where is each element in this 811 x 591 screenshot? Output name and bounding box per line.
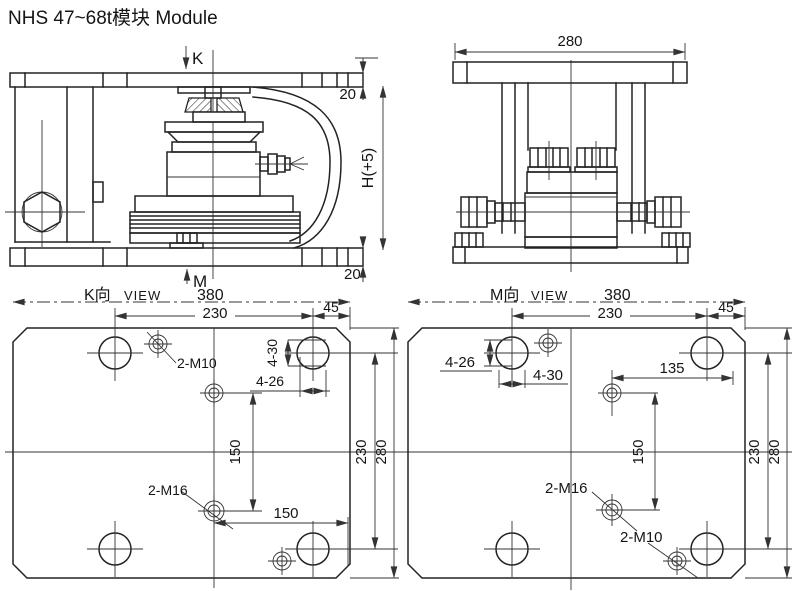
front-top-plate	[452, 61, 688, 84]
k-hole-top-right	[285, 308, 398, 381]
k-view-dimensions: 230 45 4-30 4-26 150 150 230 280	[114, 299, 399, 579]
bottom-plate	[9, 247, 364, 267]
cell-body	[166, 151, 261, 197]
k-thread-m10-top: 2-M10	[144, 330, 217, 371]
cell-base-flange	[134, 195, 294, 213]
m-thread-m10-top	[534, 329, 562, 357]
m-view-title: M向 VIEW 380	[490, 286, 631, 304]
cable-gland	[255, 153, 308, 175]
m-view-title-en: VIEW	[531, 288, 568, 303]
laminated-isolator	[129, 211, 301, 234]
rocker-ring	[192, 111, 246, 123]
m-dim-230v: 230	[746, 439, 763, 464]
anchor-bolt-right	[661, 232, 691, 248]
dim-bottom-thickness: 20	[344, 266, 361, 283]
base-bolt	[169, 232, 204, 249]
k-plate-outline	[12, 327, 351, 579]
k-view: K向 VIEW 380 2-M10	[12, 286, 399, 588]
k-dim-150v: 150	[227, 439, 244, 464]
m-label-m16: 2-M16	[545, 480, 588, 497]
k-thread-m10-bottom	[268, 547, 296, 575]
k-label-m10: 2-M10	[177, 355, 217, 371]
rocker-bearing-right	[216, 97, 244, 113]
k-view-title: K向 VIEW 380	[84, 286, 224, 304]
front-load-cell-block	[524, 141, 618, 249]
k-dim-4-26: 4-26	[256, 373, 284, 389]
k-dim-150h: 150	[273, 505, 298, 522]
k-dim-45: 45	[323, 299, 339, 315]
m-hole-center-top	[598, 370, 658, 416]
section-arrow-k: K	[182, 46, 204, 70]
k-view-total-width: 380	[197, 287, 224, 304]
page-title: NHS 47~68t模块 Module	[8, 7, 218, 29]
m-hole-top-right	[679, 308, 792, 381]
section-label-m: M	[193, 272, 207, 291]
side-view-dimensions: 20 20 H(+5)	[339, 57, 387, 283]
k-view-title-en: VIEW	[124, 288, 161, 303]
m-hole-bottom-left	[484, 521, 540, 577]
bracket-tab	[92, 181, 104, 203]
left-bracket	[5, 86, 111, 247]
front-view: 280	[452, 33, 691, 272]
k-hole-bottom-right	[285, 521, 398, 577]
m-view-dimensions: 230 45 4-26 4-30 135 150 230 280	[440, 299, 792, 579]
front-width-dimension: 280	[454, 33, 686, 60]
top-plate	[9, 72, 364, 88]
hex-bolt-head	[21, 191, 63, 233]
m-hole-bottom-right	[679, 521, 792, 577]
cable-strand	[289, 163, 305, 171]
section-arrow-m: M	[183, 268, 207, 291]
k-view-title-cn: K向	[84, 286, 111, 304]
dim-height: H(+5)	[360, 148, 377, 188]
load-cell-assembly	[129, 86, 308, 249]
k-hole-top-left	[87, 308, 143, 381]
k-dim-230v: 230	[353, 439, 370, 464]
dim-top-thickness: 20	[339, 86, 356, 103]
m-dim-230h: 230	[597, 305, 622, 322]
k-hole-bottom-left	[87, 521, 143, 577]
m-view-title-cn: M向	[490, 286, 519, 304]
m-dim-45: 45	[718, 299, 734, 315]
m-dim-135: 135	[659, 360, 684, 377]
isolator-base	[129, 232, 301, 244]
k-thread-m16: 2-M16	[148, 482, 262, 530]
m-thread-m16: 2-M16	[545, 480, 660, 532]
front-base-plate	[452, 246, 689, 264]
m-plate-outline	[407, 327, 746, 579]
cell-top-flange	[164, 121, 264, 133]
m-thread-m10-bottom: 2-M10	[620, 529, 699, 579]
section-label-k: K	[192, 49, 204, 68]
anchor-bolt-left	[454, 232, 484, 248]
cable-conduit	[252, 86, 342, 249]
m-label-m10: 2-M10	[620, 529, 663, 546]
k-dim-4-30: 4-30	[264, 339, 280, 367]
m-dim-4-26: 4-26	[445, 354, 475, 371]
rocker-bearing-left	[184, 97, 212, 113]
m-dim-150v: 150	[630, 439, 647, 464]
front-columns	[501, 82, 646, 234]
mount-pad	[177, 86, 251, 94]
m-hole-top-left	[484, 308, 540, 381]
cell-taper	[166, 131, 262, 143]
k-label-m16: 2-M16	[148, 482, 188, 498]
dim-front-width: 280	[557, 33, 582, 50]
cell-neck	[171, 141, 257, 153]
side-view: K M	[5, 46, 387, 291]
cable-strand	[289, 156, 305, 165]
k-dim-280v: 280	[373, 439, 390, 464]
k-dim-230h: 230	[202, 305, 227, 322]
m-view-total-width: 380	[604, 287, 631, 304]
m-dim-280v: 280	[766, 439, 783, 464]
m-view: M向 VIEW 380	[407, 286, 792, 590]
m-dim-4-30: 4-30	[533, 367, 563, 384]
